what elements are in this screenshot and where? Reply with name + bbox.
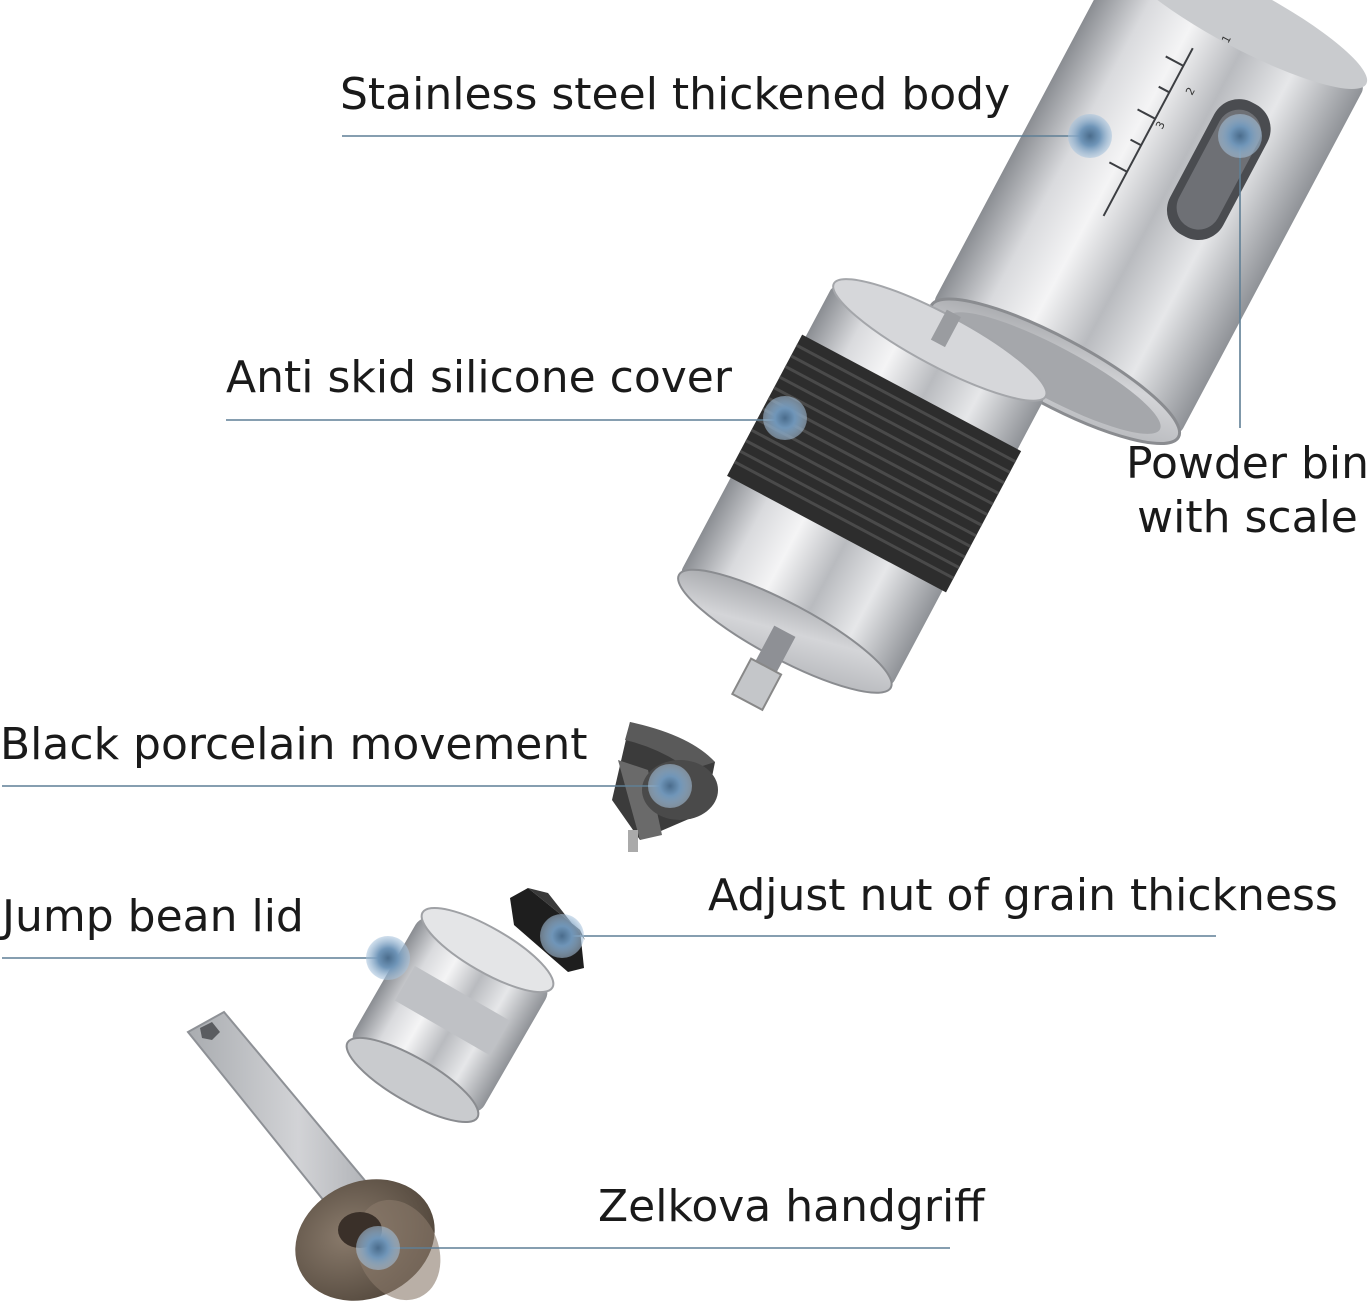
callout-dot-handle (356, 1226, 400, 1270)
callout-dot-bin (1218, 114, 1262, 158)
label-adjust-nut: Adjust nut of grain thickness (708, 870, 1338, 921)
leader-lines (2, 135, 1241, 1249)
silicone-cover-illustration (677, 278, 1048, 712)
label-silicone-cover: Anti skid silicone cover (226, 352, 732, 403)
label-handle: Zelkova handgriff (598, 1181, 985, 1232)
label-steel-body: Stainless steel thickened body (340, 69, 1011, 120)
label-porcelain-movement: Black porcelain movement (0, 719, 588, 770)
label-powder-bin: Powder bin with scale (1126, 437, 1369, 545)
callout-dot-lid (366, 936, 410, 980)
label-bean-lid: Jump bean lid (2, 891, 304, 942)
callout-dot-silicone (763, 396, 807, 440)
callout-dot-body (1068, 114, 1112, 158)
callout-dot-nut (540, 914, 584, 958)
callout-dot-movement (648, 764, 692, 808)
callout-dots (356, 114, 1262, 1270)
label-powder-bin-line2: with scale (1137, 492, 1358, 543)
label-powder-bin-line1: Powder bin (1126, 438, 1369, 489)
